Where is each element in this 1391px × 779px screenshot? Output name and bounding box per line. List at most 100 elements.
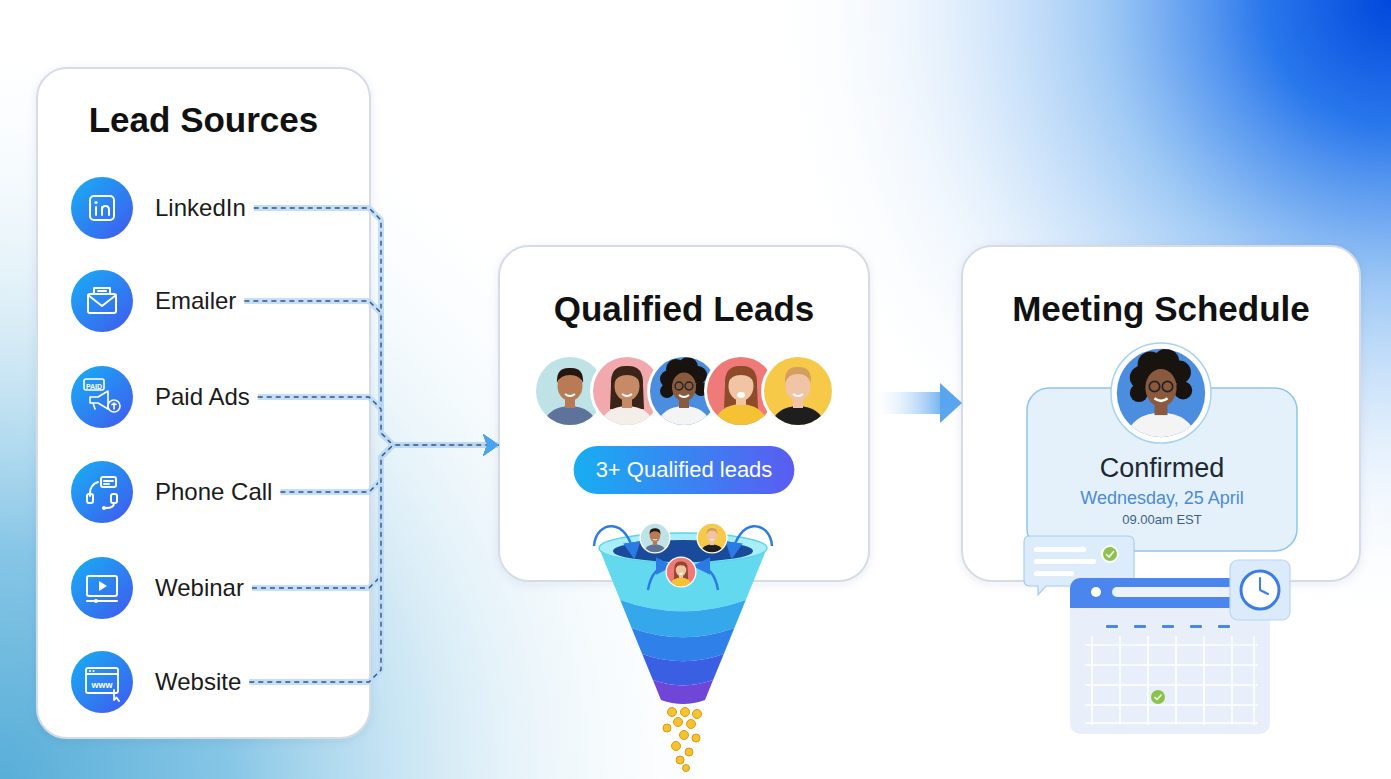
linkedin-icon-part-part [102,206,109,215]
date-text: Wednesday, 25 April [1037,488,1287,510]
calendar-part-part [1085,645,1258,723]
flow-connector [258,397,499,445]
calendar-part [1151,690,1165,704]
falling-coins-part [683,765,690,772]
linkedin-icon-part [94,201,97,204]
icon-lettering: PAID [86,382,102,389]
lead-source-item: Phone Call [68,460,280,524]
paid-ads-icon-part [84,379,120,412]
flow-connector [869,403,962,404]
lead-source-item: Webinar [68,556,252,620]
calendar-part-part [1134,625,1146,628]
falling-coins-part [685,748,693,756]
webinar-icon-part [87,576,117,601]
calendar-part-part [1106,625,1118,628]
website-icon-part-part [114,690,119,701]
webinar-icon-part [99,581,107,591]
falling-coins-part [692,734,700,742]
connector-glow [254,208,499,445]
sales-funnel-part-part [695,521,729,555]
sales-funnel-part [653,680,713,704]
stage-panel: Meeting ScheduleConfirmedWednesday, 25 A… [962,246,1360,581]
linkedin-icon-part-part [90,196,114,220]
webinar-icon-part-part [87,600,117,602]
lead-avatars-part [758,351,838,431]
status-text: Confirmed [1037,452,1287,484]
lead-source-item: LinkedIn [68,176,254,240]
flow-connector [254,208,499,445]
count-badge-fill [574,446,795,494]
meeting-avatar-part-part [1109,341,1213,445]
stage-panel-fill [37,68,370,738]
paid-ads-icon [71,366,133,428]
lead-avatars-part-part-part [758,351,838,431]
time-text: 09.00am EST [1037,512,1287,528]
panel-title: Lead Sources [89,99,319,141]
stage-panel-fill [499,246,869,581]
phone-call-icon-part-part [111,494,117,503]
calendar-part-part [1092,636,1254,725]
phone-call-icon-part-part [101,477,116,487]
email-icon-part-part [98,290,106,292]
sales-funnel-part [594,526,634,556]
calendar-part [1091,587,1101,597]
chat-bubble-part [1034,571,1074,576]
website-icon-part [86,668,119,701]
sales-funnel-part [638,521,672,555]
connector-glow [258,397,499,445]
email-icon-part [71,270,133,332]
stage-panel-fill [962,246,1360,581]
falling-coins-part [681,708,690,717]
sales-funnel-part-part-part [638,521,672,555]
website-icon [71,651,133,713]
connector-glow [252,445,499,588]
connector-line [254,208,499,445]
falling-coins-part [687,720,696,729]
phone-call-icon-part [87,477,117,508]
falling-coins-part [668,708,677,717]
connector-line [249,445,499,682]
webinar-icon-part [94,599,98,603]
email-icon-part-part [88,295,116,306]
phone-call-icon-part-part [106,503,114,508]
chat-bubble-part [1106,551,1114,557]
lead-avatars [530,351,838,431]
clock-part [1230,560,1290,620]
falling-coins [663,708,702,772]
linkedin-icon [71,177,133,239]
panel-title: Meeting Schedule [1012,288,1310,330]
connector-glow [249,445,499,682]
clock [1230,560,1290,620]
sales-funnel-part-part-part [695,521,729,555]
paid-ads-icon-part-part [108,400,120,412]
clock-part [1241,571,1279,609]
paid-ads-icon-part [71,366,133,428]
calendar-part [1155,695,1162,700]
paid-ads-icon-part-part [112,403,116,409]
meeting-card: ConfirmedWednesday, 25 April 09.00am EST [1027,388,1297,551]
email-icon [71,270,133,332]
connector-line [252,445,499,588]
paid-ads-icon-part-part [90,391,108,409]
falling-coins-part [663,724,671,732]
email-icon-part-part [94,288,110,294]
source-name: Emailer [155,287,236,316]
connector-line [244,301,499,445]
sales-funnel-part [732,526,772,556]
sales-funnel-part-part [664,555,698,589]
sales-funnel-part [696,566,718,590]
calendar-part-part [1190,625,1202,628]
stage-panel: Lead SourcesLinkedInEmailerPaid AdsPhone… [37,68,370,738]
badge-text: 3+ Qualified leads [596,457,773,483]
email-icon-part-part [88,294,116,313]
meeting-avatar [1109,341,1213,445]
panel-title: Qualified Leads [554,288,815,330]
meeting-avatar-part [1109,341,1213,445]
lead-avatars-part-part [758,351,838,431]
source-name: LinkedIn [155,194,246,223]
falling-coins-part [680,731,689,740]
website-icon-part-part [86,668,118,693]
